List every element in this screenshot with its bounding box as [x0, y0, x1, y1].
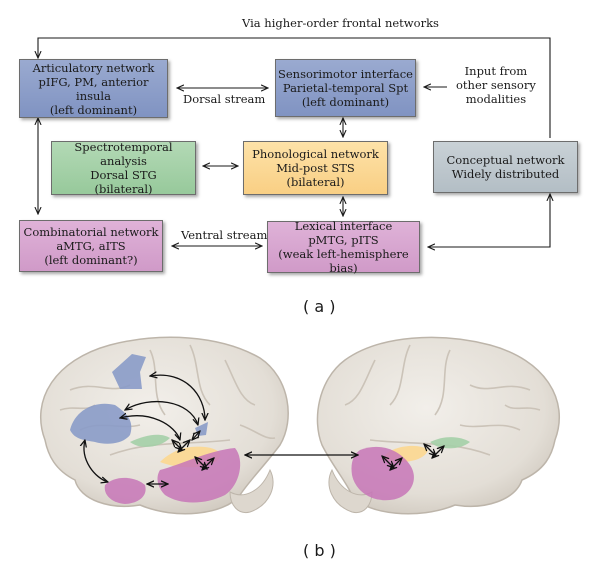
- spectrotemporal-analysis-box: Spectrotemporal analysis Dorsal STG (bil…: [51, 140, 196, 196]
- arrow-left-stg-sts-2: [178, 440, 190, 452]
- right-cerebellum: [328, 468, 373, 514]
- left-region-ifg: [70, 403, 132, 444]
- arrow-premotor-spt: [150, 375, 205, 420]
- panel-a-label: ( a ): [303, 297, 336, 316]
- left-region-atl: [104, 477, 146, 504]
- articulatory-network-box: Articulatory network pIFG, PM, anterior …: [19, 59, 168, 118]
- left-region-premotor: [112, 354, 146, 389]
- arrow-higher-order-frontal: [38, 37, 551, 138]
- left-cerebellum: [229, 468, 274, 514]
- conceptual-network-box: Conceptual network Widely distributed: [433, 141, 578, 193]
- arrow-ifg-atl: [84, 440, 108, 482]
- right-brain-outline: [316, 336, 560, 515]
- arrow-right-sts-mtg-2: [390, 458, 402, 470]
- lexical-interface-box: Lexical interface pMTG, pITS (weak left-…: [267, 219, 420, 275]
- arrow-ifg-sts: [120, 416, 180, 440]
- dorsal-stream-label: Dorsal stream: [183, 92, 266, 106]
- higher-order-frontal-label: Via higher-order frontal networks: [242, 16, 439, 30]
- ventral-stream-label: Ventral stream: [181, 228, 268, 242]
- arrow-lexical-conceptual: [428, 194, 550, 247]
- right-hemisphere: [316, 336, 560, 515]
- arrow-ifg-spt: [125, 400, 198, 425]
- left-region-mtg: [157, 448, 241, 503]
- left-hemisphere: [40, 336, 289, 515]
- panel-b-label: ( b ): [303, 541, 336, 560]
- combinatorial-network-box: Combinatorial network aMTG, aITS (left d…: [19, 220, 163, 272]
- phonological-network-box: Phonological network Mid-post STS (bilat…: [243, 141, 388, 195]
- arrow-right-stg-sts-2: [432, 446, 444, 458]
- sensorimotor-interface-box: Sensorimotor interface Parietal-temporal…: [275, 59, 416, 117]
- arrow-left-sts-mtg-2: [202, 458, 214, 470]
- input-sensory-label: Input from other sensory modalities: [456, 64, 536, 106]
- arrow-left-spt-sts: [192, 431, 200, 440]
